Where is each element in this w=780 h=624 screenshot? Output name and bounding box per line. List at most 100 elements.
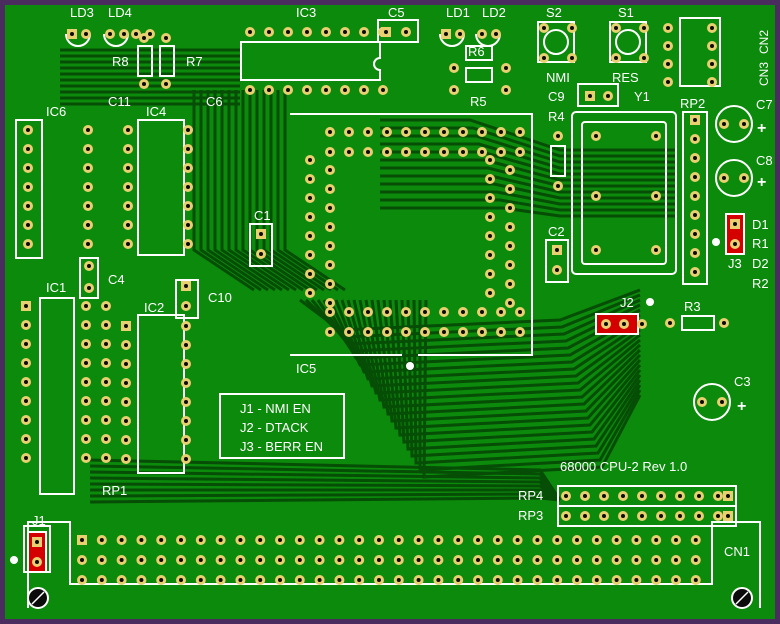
- drill-hole: [362, 88, 366, 92]
- drill-hole: [328, 330, 332, 334]
- drill-hole: [259, 232, 263, 236]
- drill-hole: [668, 321, 672, 325]
- drill-hole: [126, 128, 130, 132]
- cn1-outline: [27, 521, 761, 608]
- drill-hole: [499, 150, 503, 154]
- drill-hole: [186, 204, 190, 208]
- drill-hole: [24, 342, 28, 346]
- drill-hole: [488, 177, 492, 181]
- drill-hole: [119, 538, 124, 542]
- label-ic6: IC6: [46, 104, 66, 119]
- drill-hole: [504, 88, 508, 92]
- drill-hole: [710, 62, 714, 66]
- drill-hole: [423, 150, 427, 154]
- label-rp1: RP1: [102, 483, 127, 498]
- drill-hole: [179, 538, 183, 542]
- drill-hole: [640, 514, 644, 518]
- drill-hole: [720, 400, 724, 404]
- drill-hole: [621, 494, 625, 498]
- drill-hole: [488, 291, 492, 295]
- drill-hole: [286, 30, 290, 34]
- drill-hole: [179, 578, 183, 582]
- drill-hole: [119, 578, 124, 582]
- drill-hole: [742, 176, 746, 180]
- drill-hole: [84, 323, 88, 327]
- drill-hole: [442, 310, 446, 314]
- ic2-outline: [137, 314, 185, 474]
- drill-hole: [139, 558, 144, 562]
- drill-hole: [24, 456, 28, 460]
- label-j2: J2: [620, 295, 634, 310]
- label-rp3: RP3: [518, 508, 543, 523]
- drill-hole: [104, 304, 108, 308]
- label-ld4: LD4: [108, 5, 132, 20]
- drill-hole: [297, 578, 302, 582]
- label-c1: C1: [254, 208, 271, 223]
- ic3-outline: [240, 41, 381, 81]
- drill-hole: [508, 301, 512, 305]
- drill-hole: [377, 558, 381, 562]
- drill-hole: [564, 514, 568, 518]
- drill-hole: [495, 578, 500, 582]
- trace: [340, 299, 641, 381]
- drill-hole: [86, 147, 90, 151]
- drill-hole: [476, 538, 480, 542]
- drill-hole: [594, 578, 599, 582]
- drill-hole: [186, 147, 190, 151]
- trace: [382, 299, 642, 430]
- label-c9: C9: [548, 89, 565, 104]
- drill-hole: [108, 32, 112, 36]
- label-c10: C10: [208, 290, 232, 305]
- r7-body: [159, 45, 175, 77]
- drill-hole: [87, 264, 91, 268]
- drill-hole: [26, 223, 30, 227]
- r5-body: [465, 67, 493, 83]
- drill-hole: [35, 560, 39, 564]
- s1-button-cap: [615, 29, 641, 55]
- j1-pin1-marker: [10, 556, 18, 564]
- trace: [234, 90, 297, 292]
- drill-hole: [126, 147, 130, 151]
- drill-hole: [654, 194, 658, 198]
- drill-hole: [86, 166, 90, 170]
- drill-hole: [423, 310, 427, 314]
- drill-hole: [555, 578, 560, 582]
- label-cn2: CN2: [757, 30, 771, 54]
- label-r3: R3: [684, 299, 701, 314]
- drill-hole: [126, 185, 130, 189]
- drill-hole: [84, 437, 88, 441]
- drill-hole: [184, 343, 188, 347]
- drill-hole: [308, 158, 312, 162]
- drill-hole: [84, 380, 88, 384]
- drill-hole: [317, 538, 322, 542]
- label-c8: C8: [756, 153, 773, 168]
- drill-hole: [26, 204, 30, 208]
- drill-hole: [396, 538, 401, 542]
- drill-hole: [476, 558, 480, 562]
- drill-hole: [366, 310, 370, 314]
- drill-hole: [674, 538, 678, 542]
- drill-hole: [124, 324, 128, 328]
- drill-hole: [480, 150, 484, 154]
- r4-body: [550, 145, 566, 177]
- drill-hole: [499, 310, 503, 314]
- drill-hole: [461, 330, 465, 334]
- drill-hole: [722, 122, 726, 126]
- drill-hole: [99, 578, 104, 582]
- drill-hole: [654, 248, 658, 252]
- drill-hole: [99, 538, 104, 542]
- drill-hole: [488, 234, 492, 238]
- drill-hole: [480, 32, 484, 36]
- legend-line-j2: J2 - DTACK: [240, 420, 309, 435]
- drill-hole: [508, 244, 512, 248]
- drill-hole: [726, 494, 730, 498]
- ld4-led-outline: [103, 33, 129, 47]
- trace: [380, 182, 676, 200]
- drill-hole: [518, 150, 522, 154]
- drill-hole: [733, 222, 737, 226]
- label-ld1: LD1: [446, 5, 470, 20]
- drill-hole: [384, 30, 388, 34]
- drill-hole: [495, 538, 500, 542]
- drill-hole: [278, 578, 282, 582]
